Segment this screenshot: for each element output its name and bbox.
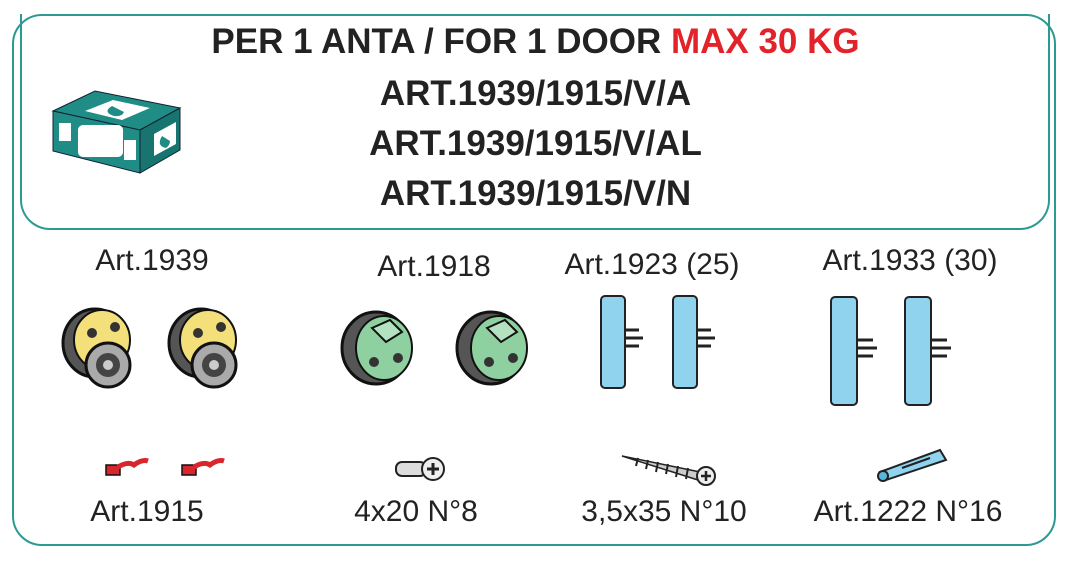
header-panel [20, 14, 1050, 230]
component-label: 4x20 N°8 [354, 495, 478, 528]
red-clip-icon [105, 453, 240, 483]
short-blue-stopper-icon [600, 294, 717, 390]
kit-frame [12, 14, 1056, 546]
article-code-n: ART.1939/1915/V/N [379, 174, 692, 213]
max-weight-text: MAX 30 KG [670, 22, 860, 61]
package-box-icon [51, 90, 182, 174]
long-blue-stopper-icon [830, 295, 953, 407]
component-label: Art.1918 [377, 250, 491, 283]
machine-screw-icon [395, 457, 445, 481]
article-code-al: ART.1939/1915/V/AL [369, 124, 702, 163]
yellow-roller-wheel-icon [61, 307, 238, 389]
component-label: Art.1939 [95, 244, 209, 277]
green-roller-wheel-icon [340, 310, 529, 386]
component-label: Art.1933 (30) [822, 244, 998, 277]
component-label: Art.1915 [90, 495, 204, 528]
article-code-a: ART.1939/1915/V/A [379, 74, 692, 113]
wall-plug-icon [877, 448, 948, 482]
component-label: Art.1923 (25) [564, 248, 740, 281]
door-capacity-text: PER 1 ANTA / FOR 1 DOOR [211, 22, 662, 61]
wood-screw-icon [621, 455, 716, 486]
component-label: 3,5x35 N°10 [581, 495, 747, 528]
component-label: Art.1222 N°16 [813, 495, 1003, 528]
header-line-1: PER 1 ANTA / FOR 1 DOOR MAX 30 KG [0, 22, 1071, 62]
